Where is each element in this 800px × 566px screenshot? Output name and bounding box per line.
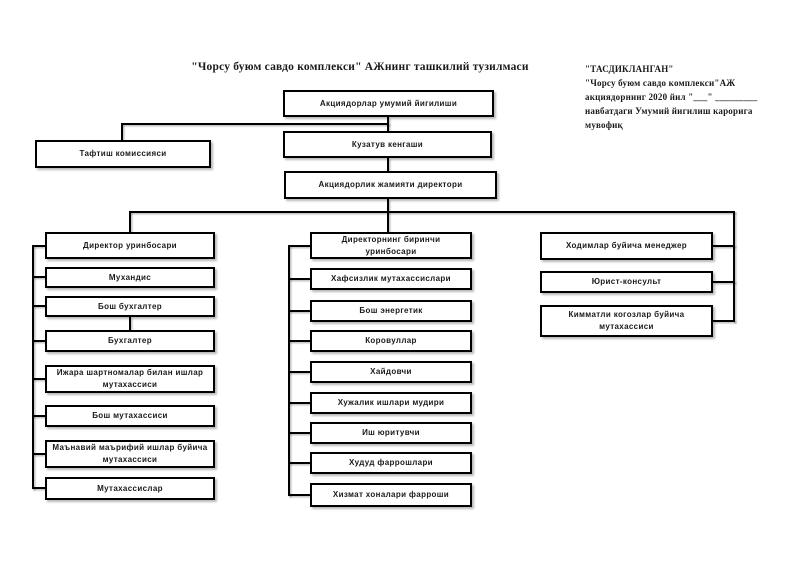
org-box-deputy-director: Директор уринбосари: [45, 232, 215, 259]
connector-line: [733, 211, 735, 322]
org-box-general-meeting: Акциядорлар умумий йигилиши: [283, 90, 494, 117]
approval-line: акциядорнинг 2020 йил "___" _________: [585, 91, 758, 102]
org-box-first-deputy-director: Директорнинг биринчи уринбосари: [310, 232, 472, 259]
org-box-specialists: Мутахассислар: [45, 477, 215, 500]
org-box-clerk: Иш юритувчи: [310, 422, 472, 444]
connector-line: [288, 432, 310, 434]
org-box-chief-specialist: Бош мутахассиси: [45, 405, 215, 427]
connector-line: [288, 278, 310, 280]
connector-line: [288, 402, 310, 404]
connector-line: [713, 281, 735, 283]
connector-line: [288, 245, 310, 247]
connector-line: [288, 310, 310, 312]
approval-line: мувофиқ: [585, 119, 623, 130]
connector-line: [32, 245, 45, 247]
connector-line: [129, 317, 131, 330]
connector-line: [288, 371, 310, 373]
connector-line: [288, 340, 310, 342]
connector-line: [32, 340, 45, 342]
connector-line: [288, 245, 290, 496]
org-box-securities-specialist: Кимматли когозлар буйича мутахассиси: [540, 305, 713, 337]
page-title: "Чорсу буюм савдо комплекси" АЖнинг ташк…: [191, 61, 529, 73]
org-box-guards: Коровуллар: [310, 330, 472, 352]
connector-line: [32, 305, 45, 307]
approval-line: "Чорсу буюм савдо комплекси"АЖ: [585, 77, 736, 88]
org-box-household-manager: Хужалик ишлари мудири: [310, 392, 472, 414]
connector-line: [288, 462, 310, 464]
org-box-lease-contracts-specialist: Ижара шартномалар билан ишлар мутахассис…: [45, 365, 215, 393]
connector-line: [121, 123, 389, 125]
connector-line: [32, 276, 45, 278]
org-box-chief-power-engineer: Бош энергетик: [310, 300, 472, 322]
org-box-driver: Хайдовчи: [310, 361, 472, 383]
connector-line: [32, 415, 45, 417]
org-box-legal-counsel: Юрист-консульт: [540, 271, 713, 293]
org-box-spiritual-affairs-specialist: Маънавий маърифий ишлар буйича мутахасси…: [45, 440, 215, 468]
connector-line: [32, 487, 45, 489]
connector-line: [387, 199, 389, 232]
org-box-director: Акциядорлик жамияти директори: [284, 171, 497, 199]
connector-line: [713, 245, 735, 247]
connector-line: [121, 123, 123, 140]
connector-line: [32, 453, 45, 455]
org-box-chief-accountant: Бош бухгалтер: [45, 296, 215, 317]
org-box-service-rooms-cleaner: Хизмат хоналари фарроши: [310, 483, 472, 507]
approval-line: "ТАСДИКЛАНГАН": [585, 64, 674, 74]
connector-line: [32, 245, 34, 489]
connector-line: [32, 378, 45, 380]
org-box-supervisory-board: Кузатув кенгаши: [283, 131, 492, 158]
connector-line: [129, 211, 735, 213]
approval-note: "ТАСДИКЛАНГАН" "Чорсу буюм савдо комплек…: [585, 63, 775, 133]
org-box-territory-cleaners: Худуд фаррошлари: [310, 452, 472, 474]
connector-line: [129, 211, 131, 232]
connector-line: [288, 494, 310, 496]
org-box-engineer: Мухандис: [45, 267, 215, 288]
approval-line: навбатдаги Умумий йигилиш карорига: [585, 105, 753, 116]
connector-line: [387, 158, 389, 171]
org-box-accountant: Бухгалтер: [45, 330, 215, 352]
connector-line: [713, 320, 735, 322]
org-box-security-specialists: Хафсизлик мутахассислари: [310, 268, 472, 290]
org-box-audit-commission: Тафтиш комиссияси: [35, 140, 211, 168]
org-box-hr-manager: Ходимлар буйича менеджер: [540, 232, 713, 260]
